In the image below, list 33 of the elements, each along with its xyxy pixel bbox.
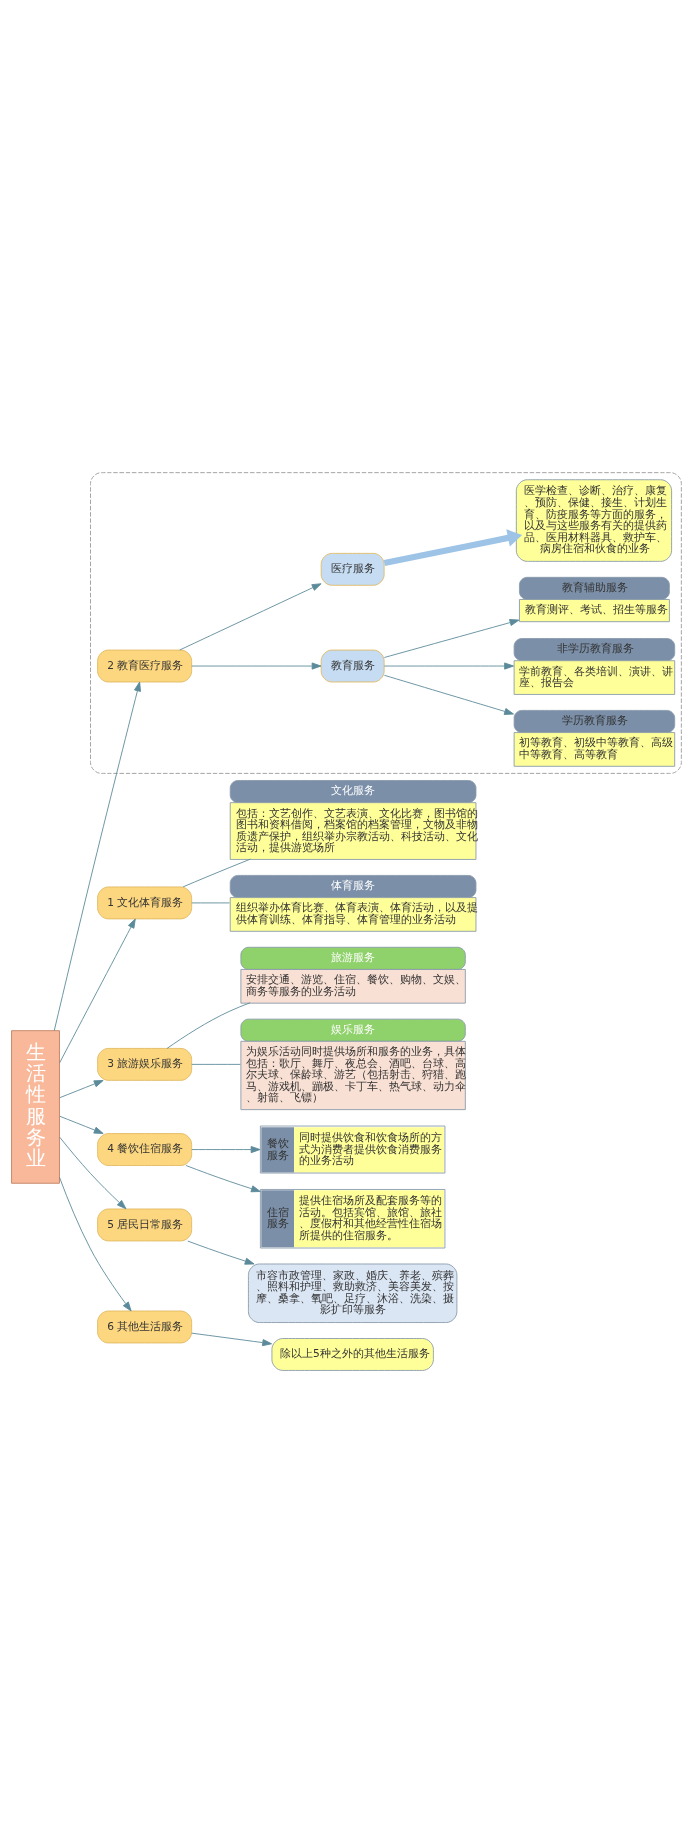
connector (182, 858, 251, 888)
node-box: 医学检查、诊断、治疗、康复、预防、保健、接生、计划生育、防疫服务等方面的服务，以及与这些服务有关的提供药品、医用材料器具、救护车、病房住宿和伙食的业务 (515, 479, 673, 562)
arrow (383, 619, 520, 658)
arrow (179, 583, 322, 651)
node-box: 市容市政管理、家政、婚庆、养老、殡葬、照料和护理、救助救济、美容美发、按摩、桑拿、氧吧、足疗、沐浴、洗染、摄影扩印等服务 (247, 1263, 458, 1323)
arrow (59, 1176, 132, 1312)
connector (191, 1063, 241, 1065)
node-box: 6 其他生活服务 (97, 1310, 193, 1344)
arrow (59, 1080, 104, 1099)
arrow (185, 1165, 261, 1193)
arrow (191, 662, 322, 670)
node-box: 教育服务 (320, 649, 385, 683)
arrow (191, 1332, 273, 1347)
arrow (383, 662, 514, 670)
arrow (383, 529, 523, 567)
arrow (59, 1136, 127, 1210)
arrow (383, 674, 514, 715)
arrow (59, 1115, 104, 1134)
cluster (90, 472, 682, 774)
node-box: 4 餐饮住宿服务 (97, 1133, 193, 1166)
node-box: 3 旅游娱乐服务 (97, 1047, 193, 1081)
node-box: 5 居民日常服务 (97, 1208, 193, 1242)
connector (191, 902, 230, 904)
node-box: 1 文化体育服务 (97, 886, 193, 920)
node-box: 2 教育医疗服务 (97, 649, 193, 683)
node-box: 医疗服务 (320, 552, 385, 586)
arrow (53, 681, 141, 1032)
arrow (191, 1146, 261, 1154)
arrow (187, 1240, 255, 1265)
node-box: 除以上5种之外的其他生活服务 (271, 1338, 434, 1371)
node-box: 生活性服务业 (11, 1030, 60, 1184)
arrow (59, 918, 136, 1064)
connector (166, 1002, 251, 1049)
